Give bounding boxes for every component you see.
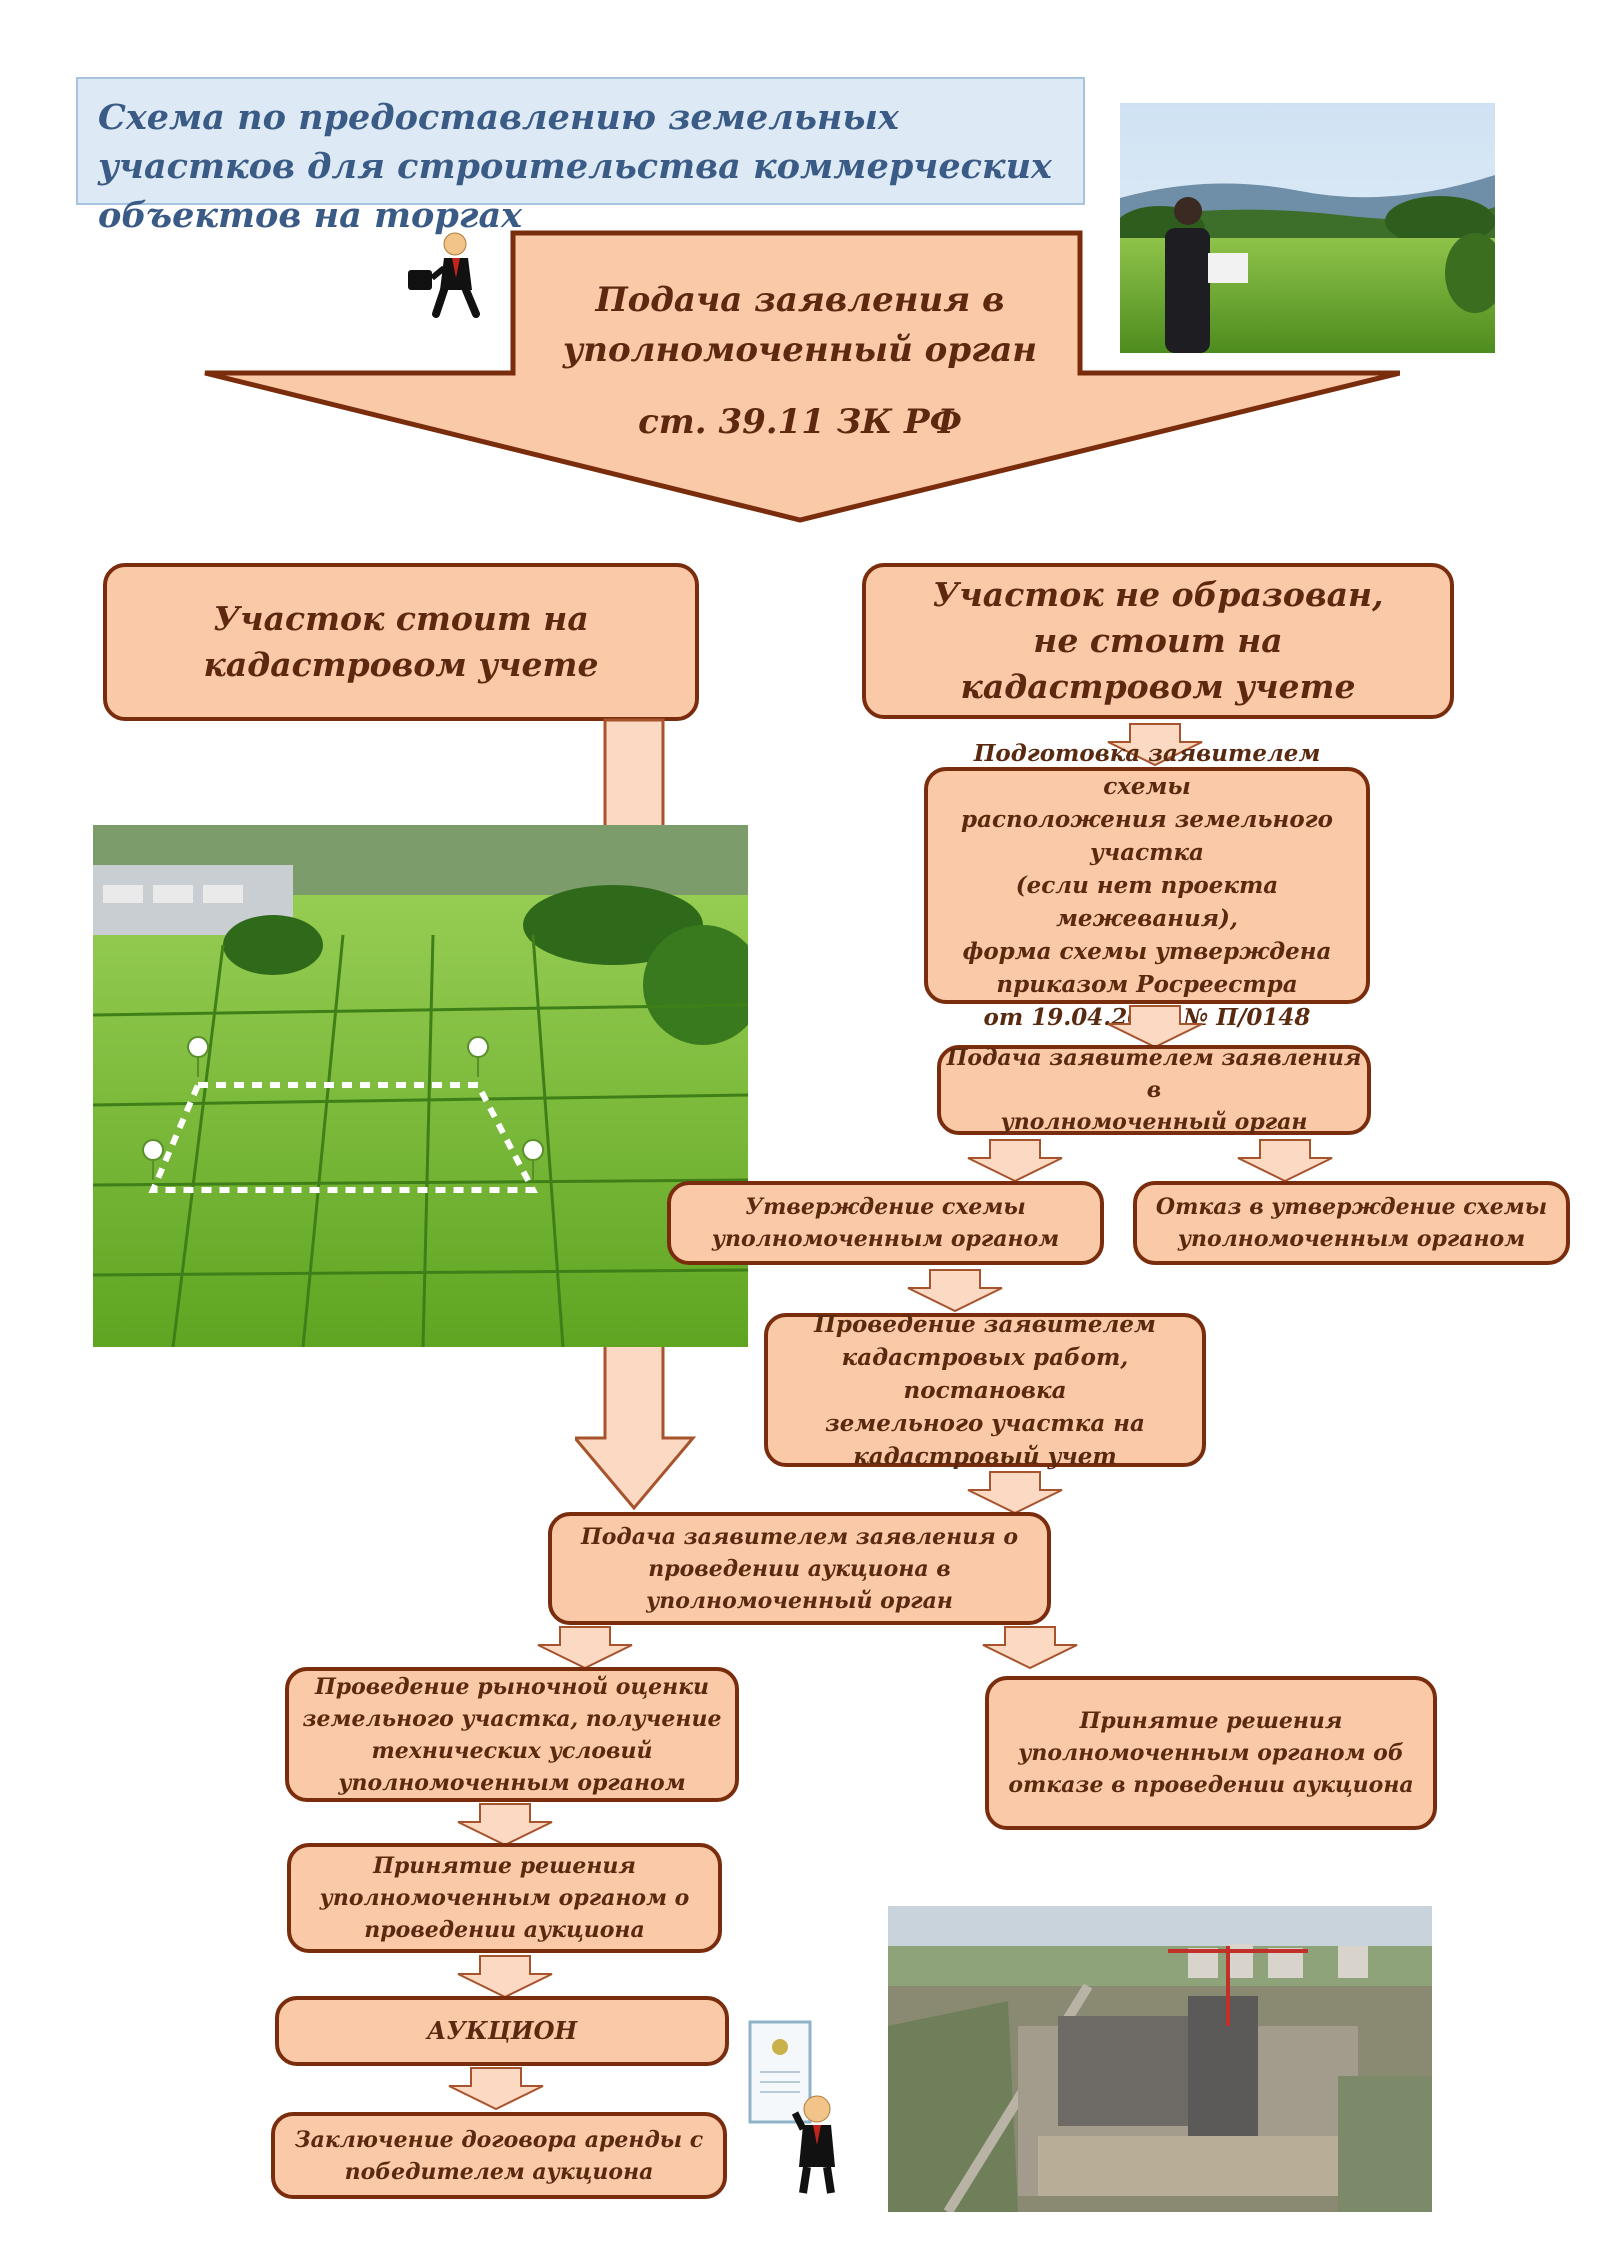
- businessman-walking-icon: [400, 228, 490, 318]
- application-submission-box: Подача заявителем заявления в уполномоче…: [937, 1045, 1371, 1135]
- lease-contract-box: Заключение договора аренды с победителем…: [271, 2112, 727, 2199]
- arrow-r3a: [967, 1139, 1063, 1183]
- construction-photo: [888, 1906, 1432, 2212]
- page-title: Схема по предоставлению земельных участк…: [76, 77, 1085, 236]
- arrow-r1: [1107, 723, 1203, 767]
- arrow-l3: [448, 2067, 544, 2111]
- scheme-refusal-box: Отказ в утверждение схемы уполномоченным…: [1133, 1181, 1570, 1265]
- arrow-l1: [457, 1803, 553, 1847]
- auction-refusal-box: Принятие решения уполномоченным органом …: [985, 1676, 1437, 1830]
- businessman-certificate-icon: [745, 2017, 845, 2197]
- top-arrow-line1: Подача заявления в: [595, 280, 1005, 320]
- arrow-r3b: [1237, 1139, 1333, 1183]
- arrow-m2: [982, 1626, 1078, 1670]
- arrow-r2: [1107, 1005, 1203, 1049]
- arrow-m1: [537, 1626, 633, 1670]
- auction-decision-box: Принятие решения уполномоченным органом …: [287, 1843, 722, 1953]
- scheme-preparation-box: Подготовка заявителем схемы расположения…: [924, 740, 1370, 1031]
- cadastral-works-box: Проведение заявителем кадастровых работ,…: [764, 1311, 1206, 1470]
- field-photo: [1120, 103, 1495, 353]
- right-branch-box: Участок не образован, не стоит на кадаст…: [862, 563, 1454, 719]
- arrow-r5: [967, 1471, 1063, 1515]
- left-branch-box: Участок стоит на кадастровом учете: [103, 563, 699, 721]
- top-arrow-article: ст. 39.11 ЗК РФ: [638, 402, 962, 442]
- land-plot-photo: [93, 825, 748, 1347]
- scheme-approval-box: Утверждение схемы уполномоченным органом: [667, 1181, 1104, 1265]
- arrow-r4: [907, 1269, 1003, 1313]
- auction-box: АУКЦИОН: [275, 1996, 729, 2066]
- auction-application-box: Подача заявителем заявления о проведении…: [548, 1512, 1051, 1625]
- top-arrow-line2: уполномоченный орган: [562, 330, 1038, 370]
- arrow-l2: [457, 1955, 553, 1999]
- market-valuation-box: Проведение рыночной оценки земельного уч…: [285, 1667, 739, 1802]
- top-arrow: [204, 230, 1400, 523]
